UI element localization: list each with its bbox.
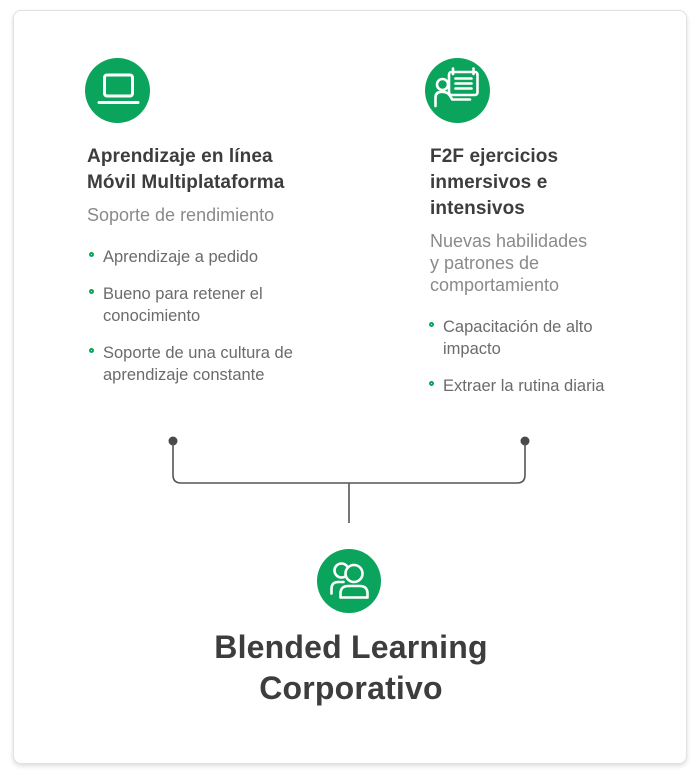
bullet-item: Capacitación de alto impacto	[429, 316, 660, 360]
column-subtitle: Nuevas habilidades y patrones de comport…	[430, 231, 588, 295]
bullet-list: Aprendizaje a pedido Bueno para retener …	[85, 246, 345, 386]
presenter-icon	[425, 58, 490, 123]
main-title: Blended Learning Corporativo	[214, 629, 488, 706]
infographic-card: Aprendizaje en línea Móvil Multiplatafor…	[13, 10, 687, 764]
bullet-text: Capacitación de alto impacto	[443, 318, 593, 358]
bullet-ring-icon	[429, 381, 434, 386]
bullet-item: Bueno para retener el conocimiento	[89, 283, 345, 327]
bullet-item: Extraer la rutina diaria	[429, 375, 660, 397]
bullet-ring-icon	[89, 348, 94, 353]
column-title: F2F ejercicios inmersivos e intensivos	[430, 146, 559, 219]
bullet-text: Soporte de una cultura de aprendizaje co…	[103, 344, 293, 384]
bullet-ring-icon	[429, 322, 434, 327]
column-f2f-exercises: F2F ejercicios inmersivos e intensivos N…	[425, 58, 660, 412]
laptop-icon	[85, 58, 150, 123]
column-subtitle: Soporte de rendimiento	[87, 205, 275, 225]
people-icon	[317, 549, 381, 613]
bullet-ring-icon	[89, 252, 94, 257]
bullet-ring-icon	[89, 289, 94, 294]
bullet-text: Extraer la rutina diaria	[443, 377, 605, 395]
column-online-learning: Aprendizaje en línea Móvil Multiplatafor…	[85, 58, 345, 401]
bullet-item: Aprendizaje a pedido	[89, 246, 345, 268]
column-title: Aprendizaje en línea Móvil Multiplatafor…	[87, 146, 285, 193]
bullet-text: Aprendizaje a pedido	[103, 248, 259, 266]
bullet-item: Soporte de una cultura de aprendizaje co…	[89, 342, 345, 386]
bullet-text: Bueno para retener el conocimiento	[103, 285, 263, 325]
bullet-list: Capacitación de alto impacto Extraer la …	[425, 316, 660, 397]
